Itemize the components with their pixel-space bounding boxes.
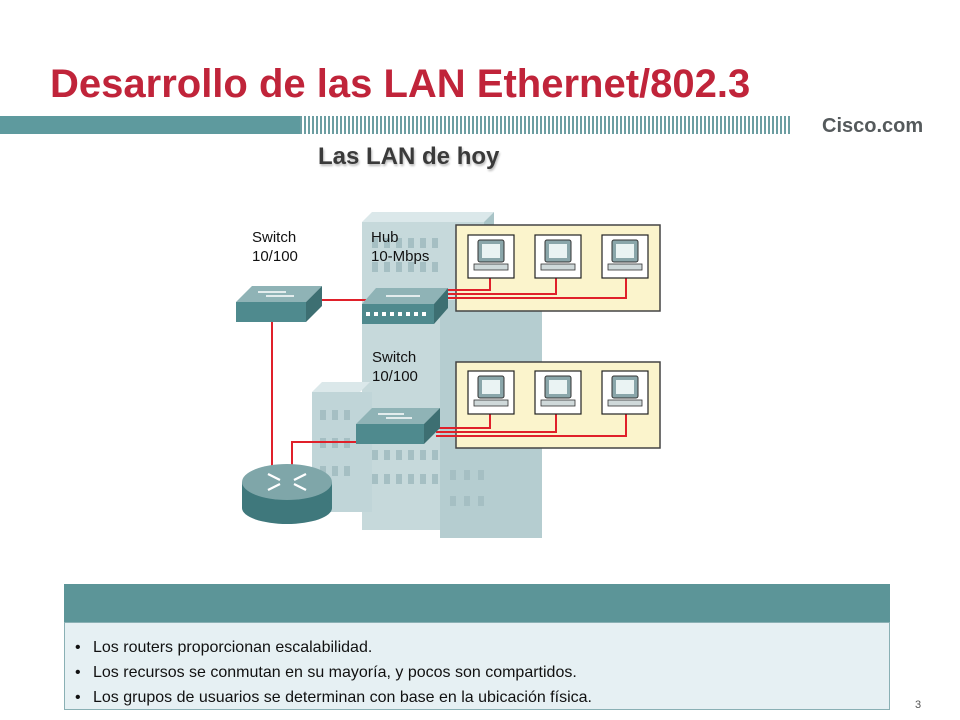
- bullet-list: •Los routers proporcionan escalabilidad.…: [75, 635, 592, 710]
- bullet-item: •Los recursos se conmutan en su mayoría,…: [75, 664, 577, 681]
- hub-icon: [362, 288, 448, 324]
- computer-icon: [601, 370, 649, 415]
- bullet-item: •Los grupos de usuarios se determinan co…: [75, 689, 592, 706]
- router-icon: [242, 464, 332, 524]
- computer-icon: [467, 370, 515, 415]
- slide-title: Desarrollo de las LAN Ethernet/802.3: [50, 62, 751, 106]
- switch-icon: [356, 408, 440, 444]
- computer-icon: [534, 370, 582, 415]
- header-stripes: [300, 116, 790, 134]
- header-teal-bar: [0, 116, 300, 134]
- bullet-text: Los routers proporcionan escalabilidad.: [93, 639, 373, 656]
- bullet-text: Los grupos de usuarios se determinan con…: [93, 689, 592, 706]
- info-box-body: •Los routers proporcionan escalabilidad.…: [64, 622, 890, 710]
- computer-icon: [601, 234, 649, 279]
- bullet-item: •Los routers proporcionan escalabilidad.: [75, 639, 373, 656]
- cisco-logo: Cisco.com: [822, 115, 924, 137]
- diagram-heading: Las LAN de hoy: [318, 143, 500, 170]
- switch-top-label: Switch 10/100: [252, 229, 298, 265]
- switch-icon: [236, 286, 322, 322]
- computer-icon: [467, 234, 515, 279]
- info-box: •Los routers proporcionan escalabilidad.…: [64, 584, 890, 712]
- bullet-text: Los recursos se conmutan en su mayoría, …: [93, 664, 577, 681]
- hub-label: Hub 10-Mbps: [371, 229, 430, 265]
- page-number: 3: [915, 699, 922, 711]
- switch-mid-label: Switch 10/100: [372, 349, 418, 385]
- computer-icon: [534, 234, 582, 279]
- info-box-header: [64, 584, 890, 622]
- red-cables: [271, 278, 627, 470]
